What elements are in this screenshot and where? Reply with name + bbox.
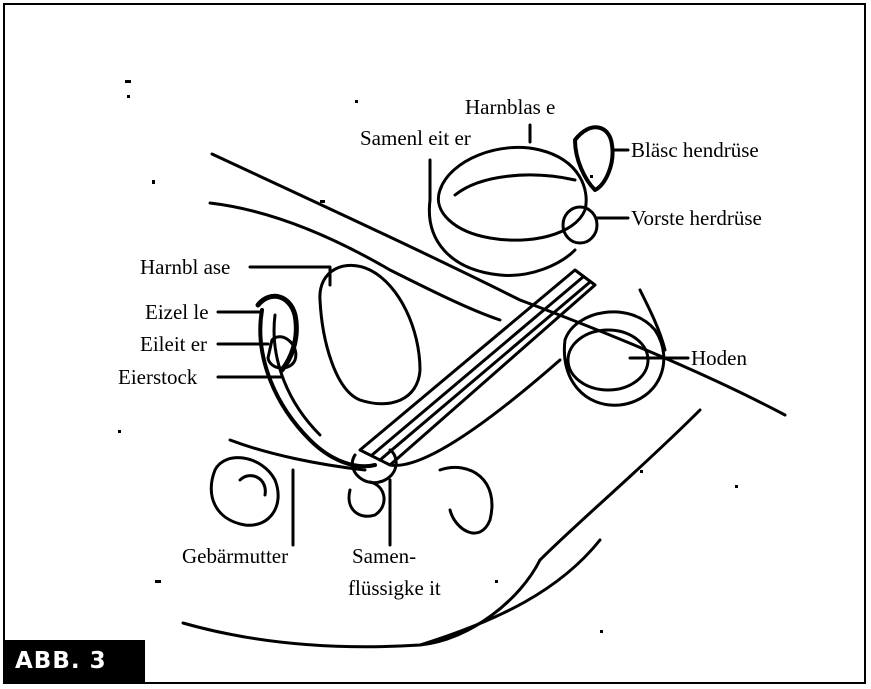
label-hoden: Hoden <box>691 348 747 369</box>
label-harnblase-female: Harnbl ase <box>140 257 230 278</box>
lower-loop <box>440 467 492 533</box>
vas-deferens <box>429 200 575 275</box>
label-samen-line2: flüssigke it <box>348 578 441 599</box>
label-blaeschendruese: Bläsc hendrüse <box>631 140 759 161</box>
testis <box>568 330 648 390</box>
label-eileiter: Eileit er <box>140 334 207 355</box>
male-back-contour <box>212 154 785 415</box>
lower-curve <box>540 410 700 560</box>
male-bladder-inner <box>455 175 575 195</box>
penis-underside <box>390 360 560 465</box>
penis-shaft-mid2 <box>380 282 590 460</box>
figure-badge-text: ABB. 3 <box>15 648 107 674</box>
leader-harnblase-female <box>250 267 330 285</box>
label-eizelle: Eizel le <box>145 302 209 323</box>
female-pelvis <box>211 458 278 526</box>
label-samen-line1: Samen- <box>352 546 416 567</box>
label-harnblase-male: Harnblas e <box>465 97 555 118</box>
prostate <box>563 207 597 243</box>
vagina <box>230 440 365 470</box>
label-eierstock: Eierstock <box>118 367 197 388</box>
lower-body-contour <box>183 560 540 647</box>
label-vorsteherdruese: Vorste herdrüse <box>631 208 762 229</box>
female-pelvis-inner <box>240 476 265 495</box>
label-gebaermutter: Gebärmutter <box>182 546 288 567</box>
female-bladder <box>320 265 420 403</box>
label-samenleiter: Samenl eit er <box>360 128 471 149</box>
uterus <box>260 310 375 466</box>
figure-badge: ABB. 3 <box>3 640 145 684</box>
leg-contour <box>420 540 600 645</box>
rectum <box>349 482 384 516</box>
